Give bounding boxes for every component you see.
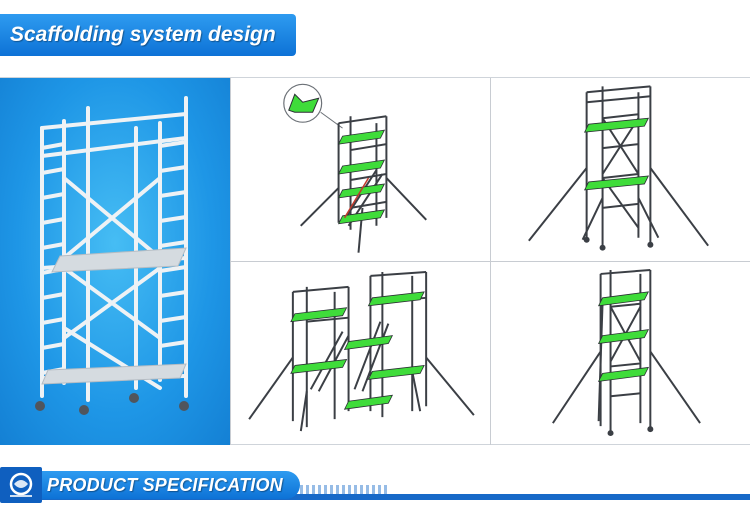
decorative-stripes: [300, 485, 390, 494]
spec-footer: PRODUCT SPECIFICATION: [0, 463, 750, 508]
scaffold-outrigger-tower-image: [528, 85, 709, 251]
footer-divider: [0, 494, 750, 500]
section-title: Scaffolding system design: [10, 23, 276, 46]
section-title-banner: Scaffolding system design: [0, 14, 296, 56]
scaffold-double-tower-image: [248, 270, 475, 432]
scaffold-ladder-tower-image: [552, 268, 701, 437]
scaffold-stair-tower-image: [283, 83, 427, 253]
gallery-image-ladder-tower: [490, 261, 750, 445]
brand-logo: [0, 467, 42, 503]
scaffold-tower-white-image: [35, 96, 189, 415]
product-specification-title: PRODUCT SPECIFICATION: [47, 475, 283, 495]
gallery-image-double-tower: [230, 261, 490, 445]
gallery-image-outrigger-tower: [490, 78, 750, 261]
product-specification-banner: PRODUCT SPECIFICATION: [42, 471, 300, 499]
gallery-image-hero: [0, 78, 230, 445]
brand-logo-icon: [9, 472, 33, 497]
gallery-image-stair-tower: [230, 78, 490, 261]
product-gallery: [0, 77, 750, 445]
